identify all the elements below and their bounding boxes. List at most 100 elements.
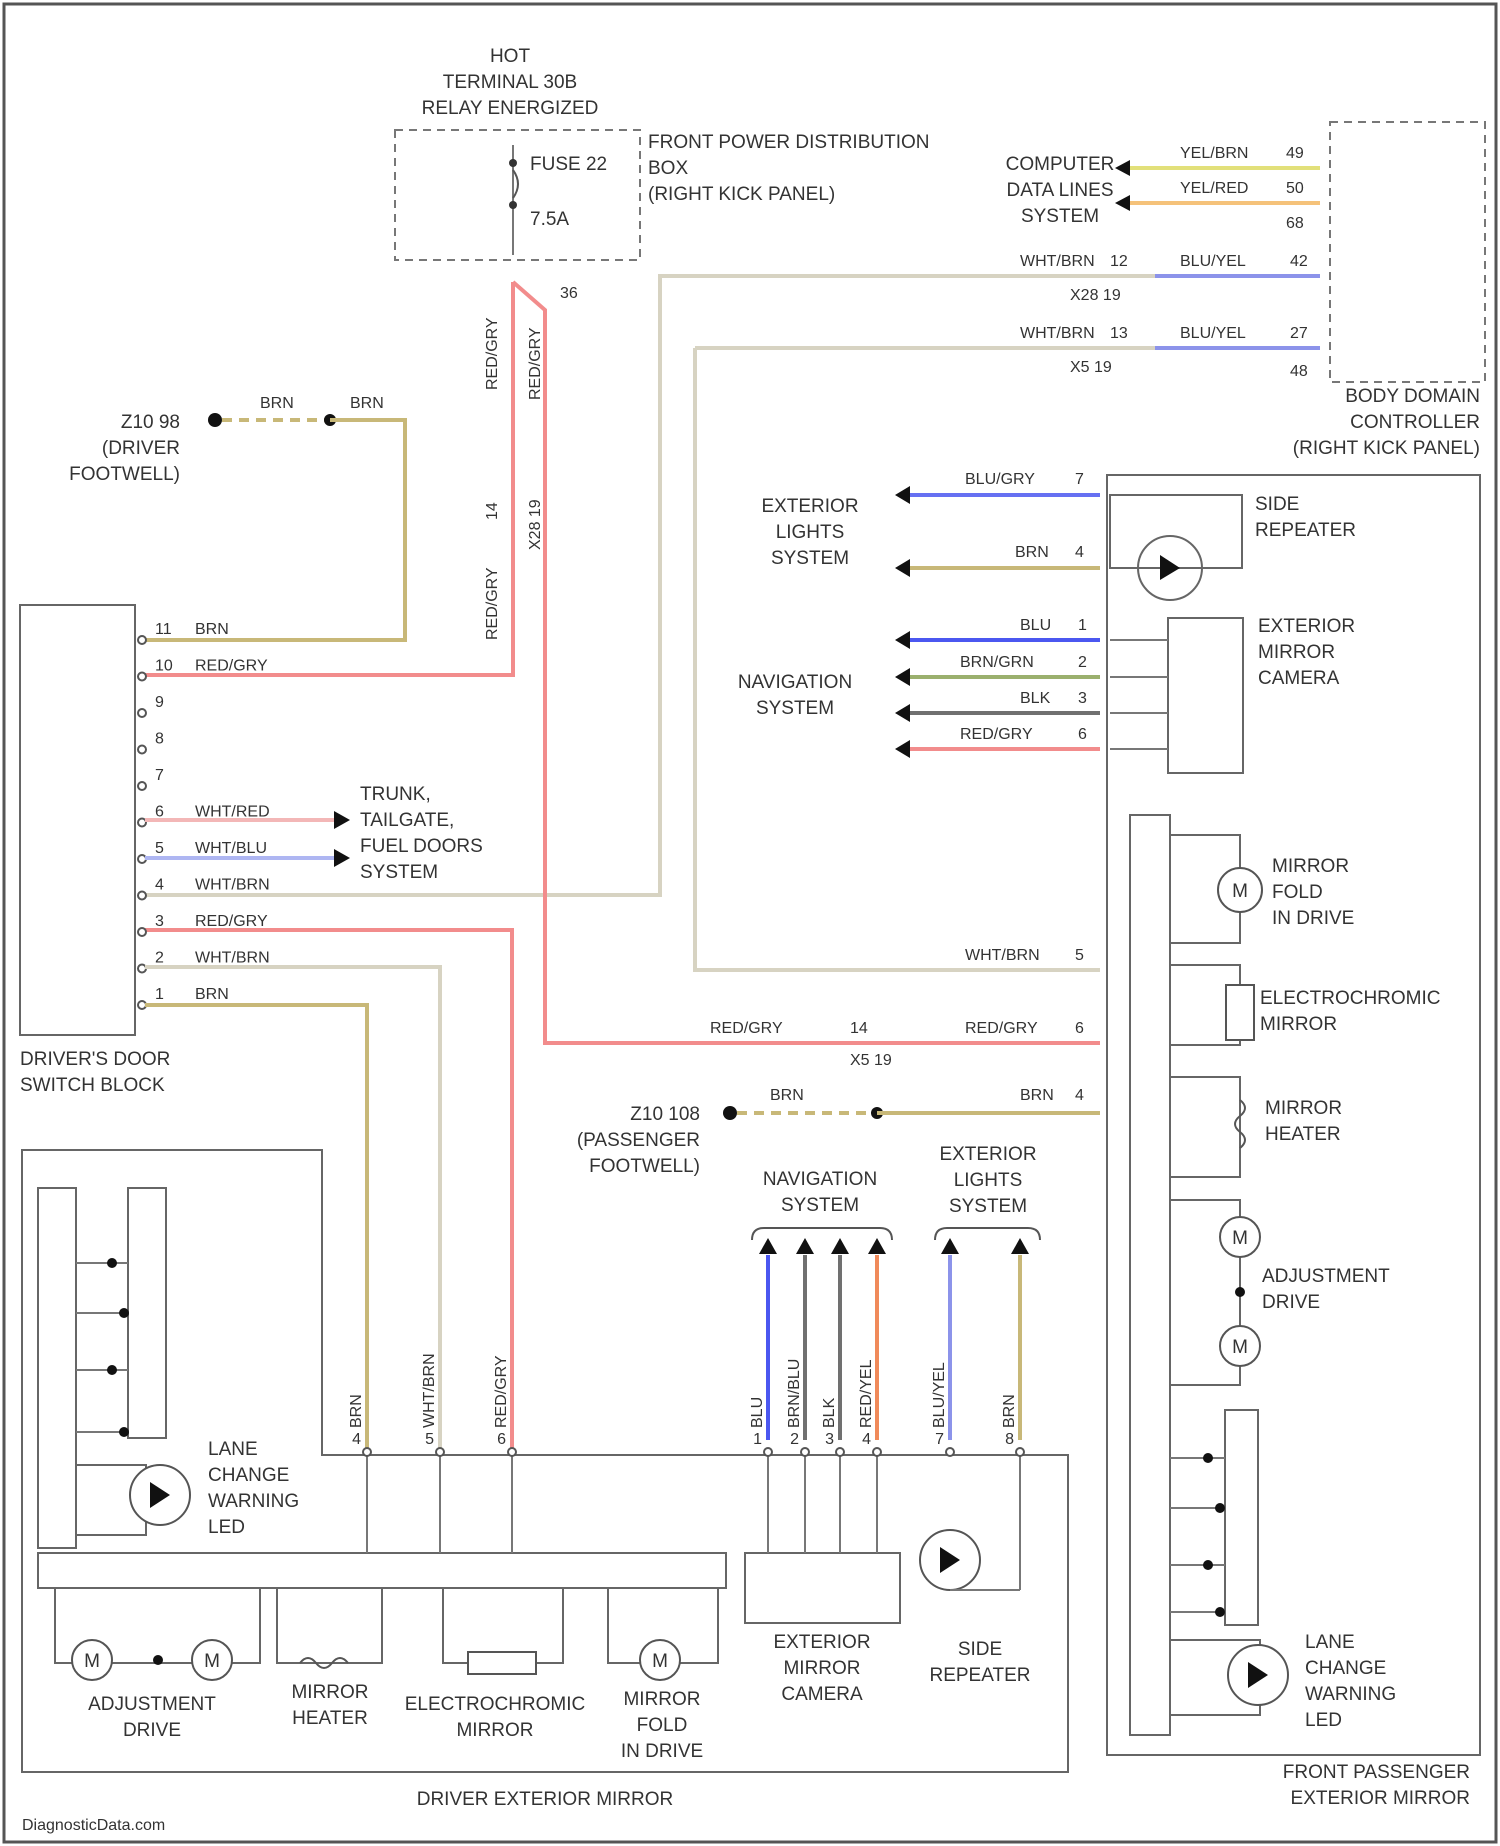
splice-pin2: 14 [850, 1020, 868, 1037]
pass-electro-icon [1226, 985, 1254, 1040]
cam-wire-4: RED/GRY [960, 726, 1033, 743]
wht-brn-label-a: WHT/BRN [1020, 253, 1095, 270]
bdc-outline [1330, 122, 1485, 382]
pass-lane-1: LANE [1305, 1632, 1355, 1653]
passenger-mirror: FRONT PASSENGER EXTERIOR MIRROR EXTERIOR… [738, 471, 1480, 1809]
drv-vwire-pin: 7 [935, 1431, 944, 1448]
rep-pin-2: 4 [1075, 544, 1084, 561]
gnd-pass-pin: 4 [1075, 1087, 1084, 1104]
pass-fold-1: MIRROR [1272, 856, 1349, 877]
pass-fold-3: IN DRIVE [1272, 908, 1354, 929]
pass-mirror-label-1: FRONT PASSENGER [1283, 1762, 1470, 1783]
drv-vwire-terminal [836, 1448, 844, 1456]
door-pin-list: 11BRN10RED/GRY9876WHT/RED5WHT/BLU4WHT/BR… [138, 621, 270, 1009]
pass-wht-brn: WHT/BRN [965, 947, 1040, 964]
drv-vwire-terminal [764, 1448, 772, 1456]
body-domain-controller: COMPUTER DATA LINES SYSTEM YEL/BRN YEL/R… [1006, 122, 1485, 459]
drv-vwire-terminal [873, 1448, 881, 1456]
drv-lane-3: WARNING [208, 1491, 299, 1512]
splice-conn2: X5 19 [850, 1052, 892, 1069]
gnd-driver-point [208, 413, 222, 427]
gnd-driver-label-3: FOOTWELL) [69, 464, 180, 485]
rep-wire-2: BRN [1015, 544, 1049, 561]
drv-nav-1: NAVIGATION [763, 1169, 877, 1190]
drv-vwire-pin: 5 [425, 1431, 434, 1448]
cam-wire-2: BRN/GRN [960, 654, 1034, 671]
door-pin-terminal [138, 892, 146, 900]
rep-pin-1: 7 [1075, 471, 1084, 488]
door-block-label-1: DRIVER'S DOOR [20, 1049, 170, 1070]
cam-pin-4: 6 [1078, 726, 1087, 743]
wire-wht-brn-pin4 [145, 276, 1155, 895]
drv-ext-2: LIGHTS [954, 1170, 1023, 1191]
bdc-label-1: BODY DOMAIN [1345, 386, 1480, 407]
door-block-body [20, 605, 135, 1035]
gnd-pass-wire-2: BRN [1020, 1087, 1054, 1104]
drv-vwire-label: BLU/YEL [931, 1362, 948, 1428]
door-pin-terminal [138, 673, 146, 681]
drv-vwire-arrow [868, 1238, 886, 1254]
drv-adjust-1: ADJUSTMENT [88, 1694, 216, 1715]
cam-pin-1: 1 [1078, 617, 1087, 634]
drv-electro-1: ELECTROCHROMIC [405, 1694, 586, 1715]
door-pin-number: 8 [155, 731, 164, 748]
fuse-amps: 7.5A [530, 209, 569, 230]
power-distribution-box: HOT TERMINAL 30B RELAY ENERGIZED FUSE 22… [395, 46, 929, 302]
door-pin-wire: RED/GRY [195, 658, 268, 675]
wire-wht-brn-pass-5 [695, 348, 1100, 970]
bdc-label-2: CONTROLLER [1350, 412, 1480, 433]
drv-vwire-label: BRN [348, 1394, 365, 1428]
wire-yel-brn-label: YEL/BRN [1180, 145, 1248, 162]
pass-nav-2: SYSTEM [756, 698, 834, 719]
door-pin-wire: BRN [195, 621, 229, 638]
drv-vwire-label: WHT/BRN [421, 1353, 438, 1428]
drv-fold-1: MIRROR [623, 1689, 700, 1710]
drv-vwire-label: RED/GRY [493, 1355, 510, 1428]
door-pin-number: 9 [155, 694, 164, 711]
door-pin-terminal [138, 855, 146, 863]
wire-yel-red-label: YEL/RED [1180, 180, 1248, 197]
pass-lane-4: LED [1305, 1710, 1342, 1731]
door-pin-number: 3 [155, 913, 164, 930]
pass-camera-box [1168, 618, 1243, 773]
arrow-data-1 [1115, 160, 1130, 176]
drv-fold-3: IN DRIVE [621, 1741, 703, 1762]
cam-wire-3: BLK [1020, 690, 1051, 707]
svg-text:M: M [204, 1651, 220, 1672]
drv-vwire-terminal [508, 1448, 516, 1456]
drv-vwire-label: BLK [821, 1397, 838, 1428]
drv-vwire-pin: 6 [497, 1431, 506, 1448]
driver-mirror-label: DRIVER EXTERIOR MIRROR [417, 1789, 674, 1810]
wire-red-gry-door-10 [145, 282, 513, 675]
data-lines-label-2: DATA LINES [1007, 180, 1114, 201]
drv-vwire-arrow [759, 1238, 777, 1254]
gnd-pass-label-3: FOOTWELL) [589, 1156, 700, 1177]
gnd-pass-wire: BRN [770, 1087, 804, 1104]
gnd-driver-label-2: (DRIVER [102, 438, 180, 459]
door-pin-terminal [138, 965, 146, 973]
driver-mirror-outline [22, 1150, 1068, 1772]
door-pin-number: 11 [155, 621, 172, 638]
drv-vwire-label: BLU [749, 1397, 766, 1428]
trunk-label-2: TAILGATE, [360, 810, 454, 831]
pass-fold-2: FOLD [1272, 882, 1323, 903]
conn-a-label: X28 19 [1070, 287, 1121, 304]
red-gry-vlabel-3: RED/GRY [484, 567, 501, 640]
ground-driver: Z10 98 (DRIVER FOOTWELL) BRN BRN [69, 395, 384, 485]
door-pin-number: 2 [155, 950, 164, 967]
door-pin-terminal [138, 819, 146, 827]
drv-electro-2: MIRROR [456, 1720, 533, 1741]
door-pin-terminal [138, 746, 146, 754]
fuse-box-outline [395, 130, 640, 260]
drv-vwire-label: BRN [1001, 1394, 1018, 1428]
bdc-label-3: (RIGHT KICK PANEL) [1293, 438, 1480, 459]
wht-brn-label-b: WHT/BRN [1020, 325, 1095, 342]
pass-extlights-2: LIGHTS [776, 522, 845, 543]
drv-vwire-terminal [801, 1448, 809, 1456]
driver-mirror-vertical-wires: BRN4WHT/BRN5RED/GRY6BLU1BRN/BLU2BLK3RED/… [348, 1238, 1029, 1553]
drv-cam-2: MIRROR [783, 1658, 860, 1679]
drv-lane-4: LED [208, 1517, 245, 1538]
trunk-label-4: SYSTEM [360, 862, 438, 883]
pass-lane-3: WARNING [1305, 1684, 1396, 1705]
